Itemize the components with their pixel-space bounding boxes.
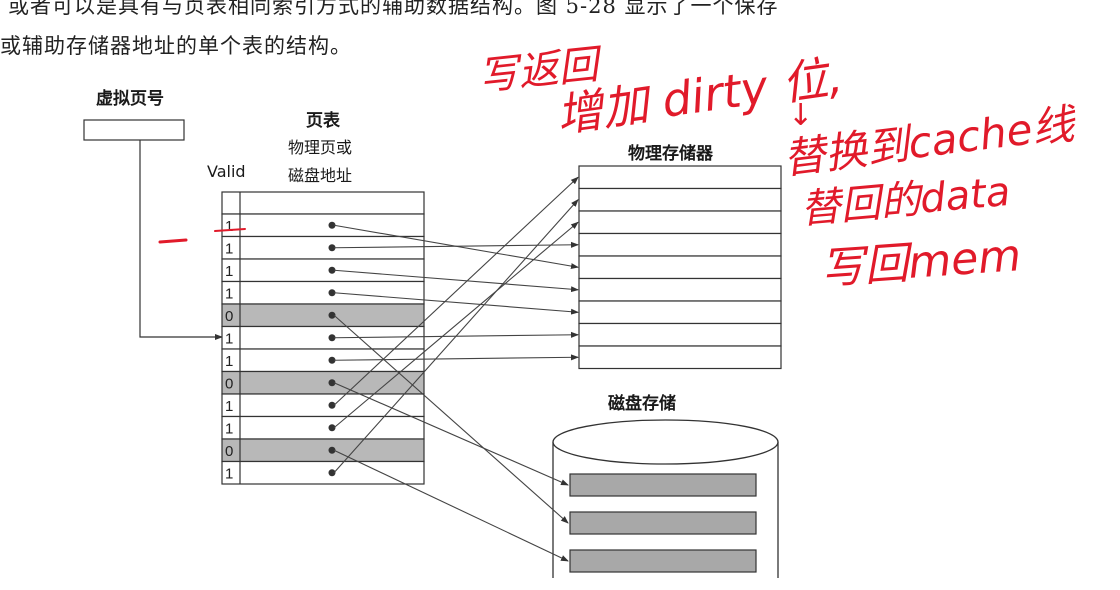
- valid-label: Valid: [207, 162, 246, 181]
- pointer-arrow: [333, 199, 579, 474]
- pointer-dot: [328, 379, 336, 387]
- physical-memory-page: [578, 277, 782, 302]
- pointer-arrow: [333, 314, 569, 524]
- page-table-row: [221, 235, 425, 260]
- page-table: 1 1 1 1 0 1 1 0 1 1 0 1: [221, 191, 425, 485]
- valid-bit: 0: [225, 376, 233, 393]
- valid-bit: 1: [225, 398, 233, 415]
- page-table-row: [221, 280, 425, 305]
- valid-bit: 1: [225, 263, 233, 280]
- disk-block: [569, 511, 757, 535]
- pointer-dot: [328, 311, 336, 319]
- pointer-arrow: [333, 382, 569, 486]
- handwritten-strike-mark: [214, 228, 246, 232]
- valid-bit: 1: [225, 421, 233, 438]
- disk-block: [569, 473, 757, 497]
- physical-memory-page: [578, 210, 782, 235]
- page-table-header-row: [221, 191, 425, 215]
- virtual-page-index-arrow: [139, 140, 223, 340]
- valid-bit: 1: [225, 286, 233, 303]
- physical-memory-page: [578, 345, 782, 370]
- pointer-arrow: [333, 221, 579, 429]
- physical-memory-page: [578, 300, 782, 325]
- page-table-row: [221, 438, 425, 463]
- physical-memory-page: [578, 165, 782, 190]
- pointer-dot: [328, 221, 336, 229]
- pointer-arrow: [333, 449, 569, 562]
- pointer-arrow: [333, 269, 579, 293]
- pointer-dot: [328, 469, 336, 477]
- physical-memory-page: [578, 187, 782, 212]
- page-table-row: [221, 303, 425, 328]
- pointer-arrow: [333, 292, 579, 315]
- valid-bit: 0: [225, 443, 233, 460]
- physical-memory-page: [578, 255, 782, 280]
- valid-bit: 0: [225, 308, 233, 325]
- virtual-page-number-label: 虚拟页号: [96, 89, 164, 109]
- valid-bit: 1: [225, 241, 233, 258]
- book-text-line1: 或者可以是具有与页表相同索引方式的辅助数据结构。图 5-28 显示了一个保存: [8, 0, 779, 18]
- physical-memory-page: [578, 322, 782, 347]
- pointer-dot: [328, 266, 336, 274]
- pointer-arrow: [333, 176, 579, 406]
- pointer-dot: [328, 289, 336, 297]
- pointer-dot: [328, 401, 336, 409]
- book-text-line2: 或辅助存储器地址的单个表的结构。: [0, 34, 352, 58]
- valid-bit: 1: [225, 331, 233, 348]
- disk-block: [569, 549, 757, 573]
- page-table-row: [221, 370, 425, 395]
- pointer-dot: [328, 356, 336, 364]
- pointer-dot: [328, 446, 336, 454]
- physical-memory-label: 物理存储器: [628, 144, 713, 164]
- page-table-row: [221, 325, 425, 350]
- pointer-dot: [328, 334, 336, 342]
- physical-memory-page: [578, 232, 782, 257]
- virtual-page-number-box: [83, 119, 185, 141]
- page-table-row: [221, 460, 425, 485]
- page-table-row: [221, 258, 425, 283]
- valid-bit: 1: [225, 466, 233, 483]
- physical-memory: [578, 165, 782, 370]
- pointer-dot: [328, 244, 336, 252]
- page-table-subtitle-2: 磁盘地址: [288, 166, 353, 185]
- page-table-row: [221, 415, 425, 440]
- pointer-arrow: [333, 354, 579, 361]
- pointer-dot: [328, 424, 336, 432]
- valid-bit: 1: [225, 353, 233, 370]
- disk-storage-label: 磁盘存储: [608, 394, 676, 414]
- page-table-subtitle-1: 物理页或: [288, 138, 353, 157]
- page-table-pointers: [333, 176, 579, 562]
- page-table-row: [221, 213, 425, 238]
- valid-bit: 1: [225, 218, 233, 235]
- disk-blocks: [569, 473, 757, 573]
- handwritten-dash-mark: [158, 238, 188, 244]
- page-table-title: 页表: [306, 111, 340, 131]
- annotation-arrow-down: ↓: [788, 98, 814, 133]
- disk-storage: [552, 419, 779, 578]
